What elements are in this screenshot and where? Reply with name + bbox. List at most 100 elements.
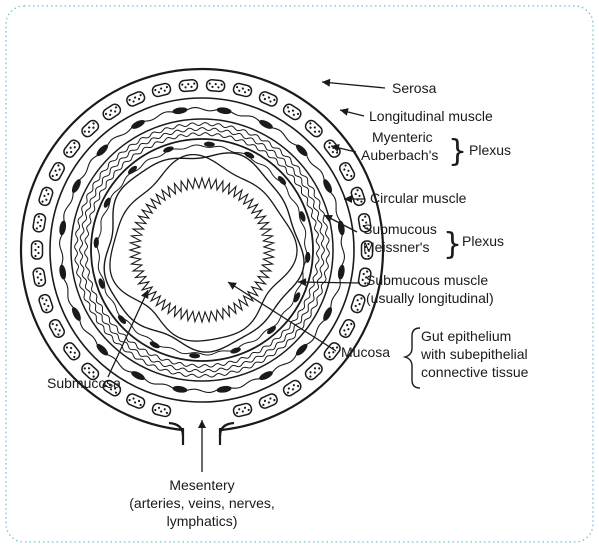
myenteric-ganglion	[321, 306, 334, 322]
muscle-cell-outline	[282, 102, 303, 121]
muscle-cell-block	[258, 392, 279, 409]
label-circular-muscle: Circular muscle	[370, 190, 467, 206]
muscle-cell-block	[350, 186, 366, 207]
label-submucous-muscle-note: (usually longitudinal)	[366, 290, 494, 306]
muscle-cell-block	[350, 293, 366, 314]
pointer-longitudinal-muscle-head	[340, 108, 349, 116]
muscle-cell-block	[338, 161, 356, 182]
muscle-cell-block	[206, 79, 225, 91]
muscle-cell-outline	[38, 293, 54, 314]
muscle-cell-nucleus	[34, 243, 36, 245]
brace-plexus-1: }	[448, 134, 467, 169]
pointer-serosa-head	[322, 79, 330, 87]
muscle-cell-block	[125, 392, 146, 409]
muscle-cell-block	[151, 402, 171, 417]
muscle-cell-block	[62, 341, 82, 362]
muscle-cell-nucleus	[34, 249, 36, 251]
myenteric-ganglion	[70, 178, 83, 194]
label-mesentery-note-1: (arteries, veins, nerves,	[129, 495, 275, 511]
muscle-cell-outline	[258, 392, 279, 409]
myenteric-ganglion	[130, 369, 146, 382]
label-serosa: Serosa	[392, 80, 437, 96]
submucous-ganglion	[204, 141, 215, 147]
muscle-cell-nucleus	[37, 252, 39, 254]
muscle-cell-block	[303, 361, 324, 381]
muscle-cell-outline	[282, 379, 303, 398]
label-mesentery-note-2: lymphatics)	[167, 513, 238, 529]
muscle-cell-outline	[338, 161, 356, 182]
submucous-muscle-line	[104, 153, 304, 352]
longitudinal-muscle-inner-ring	[50, 98, 354, 402]
gut-epithelium-zigzag	[130, 178, 274, 322]
muscle-cell-block	[38, 186, 54, 207]
muscle-cell-block	[32, 241, 43, 259]
label-submucous-muscle: Submucous muscle	[366, 272, 488, 288]
label-auerbach: Auberbach's	[361, 147, 438, 163]
muscle-cell-outline	[38, 186, 54, 207]
myenteric-ganglion	[258, 369, 274, 382]
label-longitudinal-muscle: Longitudinal muscle	[369, 108, 493, 124]
muscle-cell-outline	[322, 138, 342, 159]
label-with-subepithelial: with subepithelial	[420, 346, 528, 362]
muscle-cell-outline	[338, 318, 356, 339]
circular-muscle-inner-ring	[91, 139, 313, 361]
muscle-cell-outline	[303, 361, 324, 381]
pointer-mucosa-head	[228, 282, 237, 290]
muscle-cell-outline	[350, 186, 366, 207]
muscle-cell-outline	[125, 392, 146, 409]
muscle-cell-block	[258, 90, 279, 107]
muscle-cell-nucleus	[367, 255, 369, 257]
muscle-cell-block	[282, 102, 303, 121]
label-plexus-1: Plexus	[469, 142, 511, 158]
muscle-cell-block	[32, 267, 46, 287]
label-mesentery: Mesentery	[169, 477, 234, 493]
muscle-cell-outline	[206, 79, 225, 91]
label-myenteric: Myenteric	[372, 129, 433, 145]
muscle-cell-outline	[62, 341, 82, 362]
muscle-cell-block	[303, 118, 324, 138]
muscle-cell-block	[151, 82, 171, 97]
muscle-cell-block	[232, 402, 252, 417]
muscle-cell-outline	[80, 118, 101, 138]
label-gut-epithelium: Gut epithelium	[421, 328, 511, 344]
circular-muscle-wave-1	[75, 123, 330, 378]
pointer-serosa	[322, 82, 385, 88]
muscle-cell-outline	[48, 318, 66, 339]
circular-muscle-wave-2	[80, 128, 325, 373]
myenteric-ganglion	[258, 118, 274, 131]
muscle-cell-outline	[179, 79, 198, 91]
label-submucosa: Submucosa	[47, 375, 121, 391]
muscle-cell-block	[32, 213, 46, 233]
myenteric-ganglion	[321, 178, 334, 194]
label-plexus-2: Plexus	[462, 233, 504, 249]
label-meissner: Meissner's	[363, 239, 429, 255]
muscle-cell-block	[48, 161, 66, 182]
muscle-cell-outline	[350, 293, 366, 314]
muscle-cell-nucleus	[34, 255, 36, 257]
muscle-cell-outline	[258, 90, 279, 107]
myenteric-ganglion	[70, 306, 83, 322]
muscle-cell-block	[282, 379, 303, 398]
muscle-cell-block	[125, 90, 146, 107]
muscle-cell-block	[338, 318, 356, 339]
muscle-cell-block	[38, 293, 54, 314]
label-connective-tissue: connective tissue	[421, 364, 529, 380]
muscle-cell-block	[48, 318, 66, 339]
pointer-circular-muscle-head	[344, 195, 352, 203]
muscle-cell-block	[232, 82, 252, 97]
pointer-mucosa	[228, 282, 336, 351]
muscle-cell-outline	[303, 118, 324, 138]
muscle-cell-block	[101, 102, 122, 121]
muscle-cell-outline	[62, 138, 82, 159]
brace-plexus-2: }	[443, 227, 462, 262]
muscle-cell-outline	[32, 241, 43, 259]
brace-mucosa	[405, 328, 420, 388]
muscle-cell-block	[322, 138, 342, 159]
muscle-cell-block	[62, 138, 82, 159]
muscle-cell-block	[80, 118, 101, 138]
label-submucous: Submucous	[363, 221, 437, 237]
muscle-cell-block	[179, 79, 198, 91]
muscle-cell-outline	[101, 102, 122, 121]
